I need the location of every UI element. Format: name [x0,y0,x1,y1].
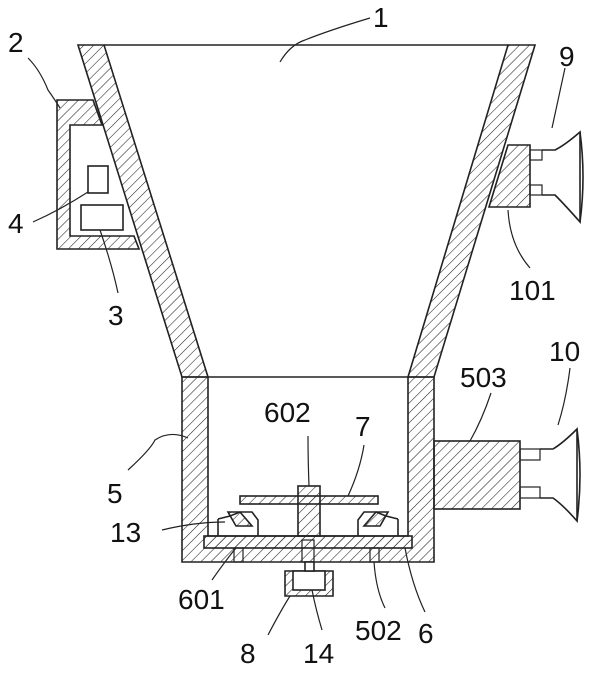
leader-8 [267,595,291,636]
leader-601 [211,547,237,581]
leader-7 [347,444,365,497]
bracket-13-left [226,511,254,527]
plate-6 [203,535,413,549]
leader-602 [307,435,310,487]
leader-lines [27,17,571,636]
label-503: 503 [460,362,507,393]
bracket-13-right [362,511,390,527]
control-box [56,99,141,250]
leader-2 [27,57,61,109]
label-8: 8 [240,638,256,669]
control-box-housing [56,99,141,250]
label-602: 602 [264,397,311,428]
leader-4 [32,191,89,223]
bottom-outlet [284,561,334,597]
leader-10 [557,367,571,426]
component-3 [80,204,124,231]
funnel-right-wall [406,44,537,378]
leader-3 [99,229,119,294]
motor-503 [433,440,521,510]
part-labels: 1 2 3 4 5 6 7 8 9 10 13 14 101 502 503 6… [8,2,580,669]
mount-block-101 [487,144,531,208]
label-14: 14 [303,638,334,669]
label-7: 7 [355,411,371,442]
shaft-602 [297,485,321,537]
leader-14 [311,589,323,631]
label-13: 13 [110,517,141,548]
leader-503 [469,392,492,442]
label-10: 10 [549,336,580,367]
suction-cup-9 [542,130,581,225]
lower-cup-stem-top [519,448,541,461]
outlet-stem [304,561,315,572]
upper-cup-stem-bottom [529,184,543,196]
label-3: 3 [108,300,124,331]
leader-5 [127,433,189,471]
internal-mechanism [203,485,413,563]
upper-mount-assembly [487,130,584,225]
label-601: 601 [178,584,225,615]
suction-cup-10-rim [576,428,581,522]
label-9: 9 [559,41,575,72]
leader-13 [161,521,226,531]
label-6: 6 [418,618,434,649]
label-4: 4 [8,208,24,239]
outlet-14 [292,570,326,591]
label-502: 502 [355,615,402,646]
leader-502 [373,561,386,609]
leader-6 [404,547,426,613]
leader-9 [551,67,566,129]
hopper-funnel [76,44,537,378]
suction-cup-10 [540,427,578,524]
spring-seat-right [357,511,399,536]
upper-cup-stem-top [529,149,543,161]
pin-601 [233,547,244,563]
label-5: 5 [107,478,123,509]
lower-cup-stem-bottom [519,486,541,499]
suction-cup-9-rim [579,131,584,223]
component-4 [87,165,109,194]
label-2: 2 [8,27,24,58]
label-101: 101 [509,275,556,306]
leader-101 [507,209,531,269]
motor-assembly [433,427,581,524]
label-1: 1 [373,2,389,33]
leader-1 [279,17,371,63]
